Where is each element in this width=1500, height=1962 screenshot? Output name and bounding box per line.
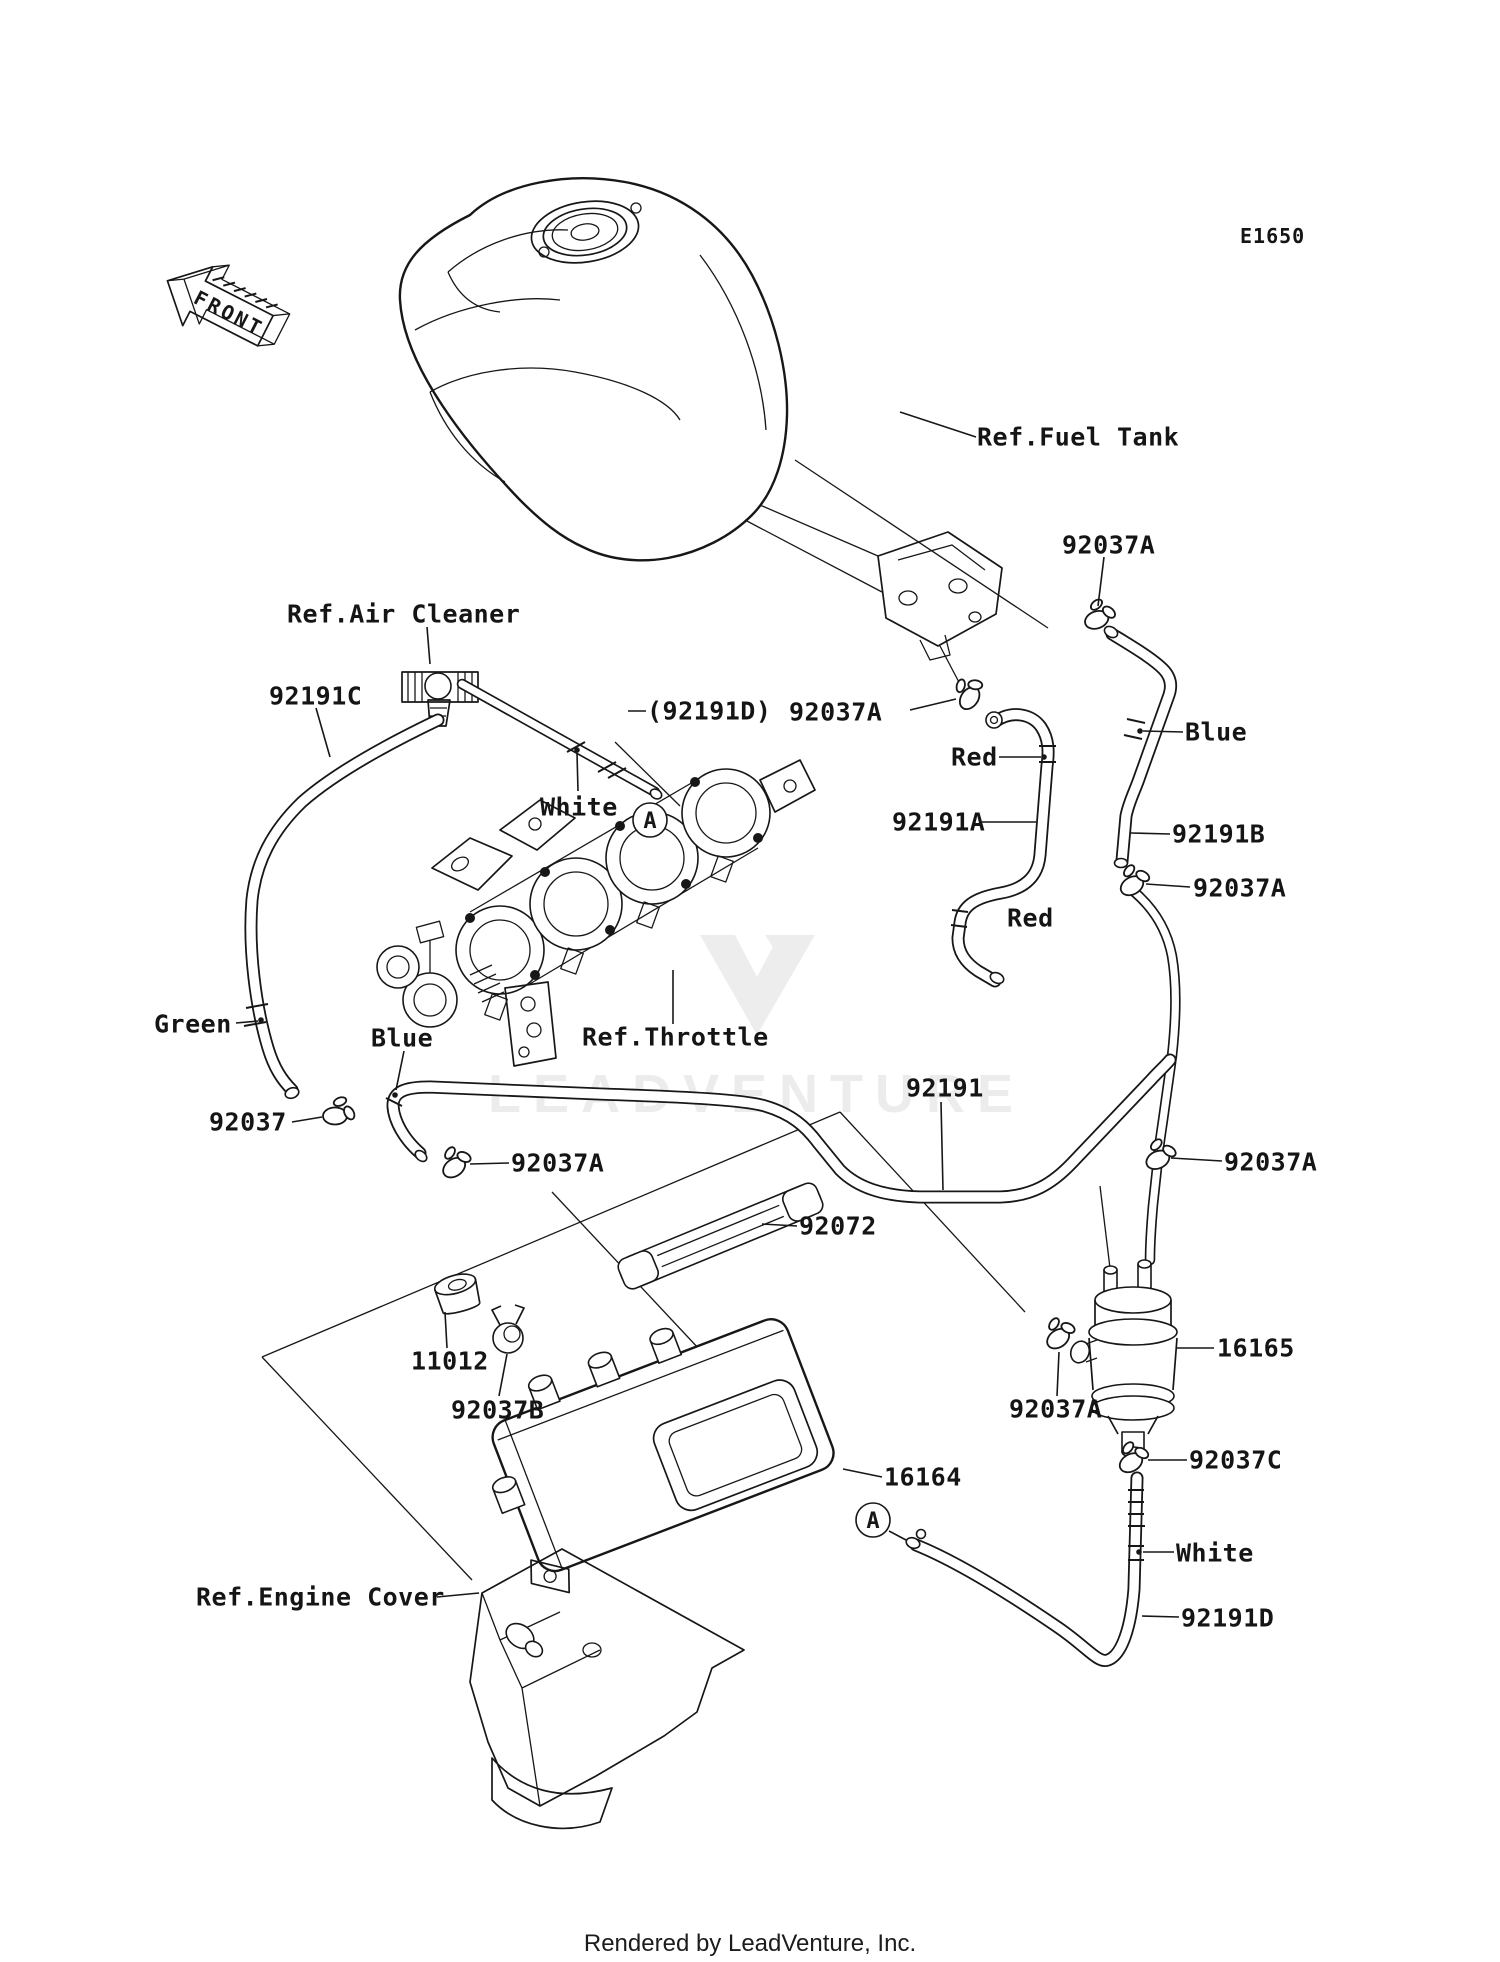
ref-label-throttle: Ref.Throttle bbox=[582, 1022, 769, 1052]
part-label-92037a-4: 92037A bbox=[511, 1148, 605, 1178]
part-label-92037a-3: 92037A bbox=[1193, 873, 1287, 903]
part-label-92191b: 92191B bbox=[1172, 819, 1266, 849]
hose-92191b-drawing bbox=[1103, 625, 1170, 869]
clamp-92037b-drawing bbox=[491, 1304, 525, 1354]
color-label-blue-2: Blue bbox=[371, 1023, 434, 1053]
fuel-tank-drawing bbox=[398, 177, 883, 593]
tank-bracket-drawing bbox=[877, 531, 1003, 689]
part-label-92191a: 92191A bbox=[892, 807, 986, 837]
throttle-body-drawing bbox=[376, 759, 816, 1067]
hose-92191d-lower-drawing bbox=[905, 1478, 1145, 1661]
canister-16164-drawing bbox=[491, 1318, 835, 1594]
color-label-white-2: White bbox=[1176, 1538, 1254, 1568]
color-label-blue-1: Blue bbox=[1185, 717, 1248, 747]
diagram-code-label: E1650 bbox=[1240, 224, 1306, 248]
air-cleaner-fitting-drawing bbox=[401, 671, 479, 727]
damper-11012-drawing bbox=[433, 1273, 481, 1315]
color-label-red-2: Red bbox=[1007, 903, 1054, 933]
color-label-green: Green bbox=[154, 1009, 232, 1039]
part-label-92191: 92191 bbox=[906, 1073, 984, 1103]
hose-to-separator-drawing bbox=[1099, 890, 1175, 1269]
hose-92191d-upper-drawing bbox=[462, 684, 663, 800]
part-label-16165: 16165 bbox=[1217, 1333, 1295, 1363]
part-label-92191d: 92191D bbox=[1181, 1603, 1275, 1633]
part-label-92072: 92072 bbox=[799, 1211, 877, 1241]
part-label-92037a-2: 92037A bbox=[789, 697, 883, 727]
part-label-16164: 16164 bbox=[884, 1462, 962, 1492]
color-label-red-1: Red bbox=[951, 742, 998, 772]
part-label-92191c: 92191C bbox=[269, 681, 363, 711]
part-label-92037a-5: 92037A bbox=[1009, 1394, 1103, 1424]
detail-callout-a-2: A bbox=[855, 1502, 891, 1538]
footer-credit: Rendered by LeadVenture, Inc. bbox=[583, 1930, 917, 1957]
ref-label-fuel-tank: Ref.Fuel Tank bbox=[977, 422, 1180, 452]
engine-cover-drawing bbox=[469, 1548, 745, 1830]
ref-label-engine-cover: Ref.Engine Cover bbox=[196, 1582, 445, 1612]
part-label-92037c: 92037C bbox=[1189, 1445, 1283, 1475]
separator-16165-drawing bbox=[1069, 1259, 1178, 1458]
strap-92072-drawing bbox=[617, 1182, 824, 1290]
callout-a1-text: A bbox=[643, 809, 656, 834]
detail-callout-a-1: A bbox=[632, 802, 668, 838]
hose-92191-drawing bbox=[385, 1060, 1170, 1197]
hose-92191a-drawing bbox=[950, 712, 1056, 985]
leader-lines bbox=[235, 411, 1223, 1618]
color-label-white-1: White bbox=[540, 792, 618, 822]
part-label-92037b: 92037B bbox=[451, 1395, 545, 1425]
part-label-92191d-ref: (92191D) bbox=[647, 696, 772, 726]
background-panel-lines bbox=[261, 459, 1049, 1581]
part-label-92037: 92037 bbox=[209, 1107, 287, 1137]
part-label-92037a-6: 92037A bbox=[1224, 1147, 1318, 1177]
ref-label-air-cleaner: Ref.Air Cleaner bbox=[287, 599, 521, 629]
hose-92191c-drawing bbox=[243, 720, 438, 1100]
part-label-92037a-1: 92037A bbox=[1062, 530, 1156, 560]
callout-a2-text: A bbox=[866, 1509, 879, 1534]
part-label-11012: 11012 bbox=[411, 1346, 489, 1376]
